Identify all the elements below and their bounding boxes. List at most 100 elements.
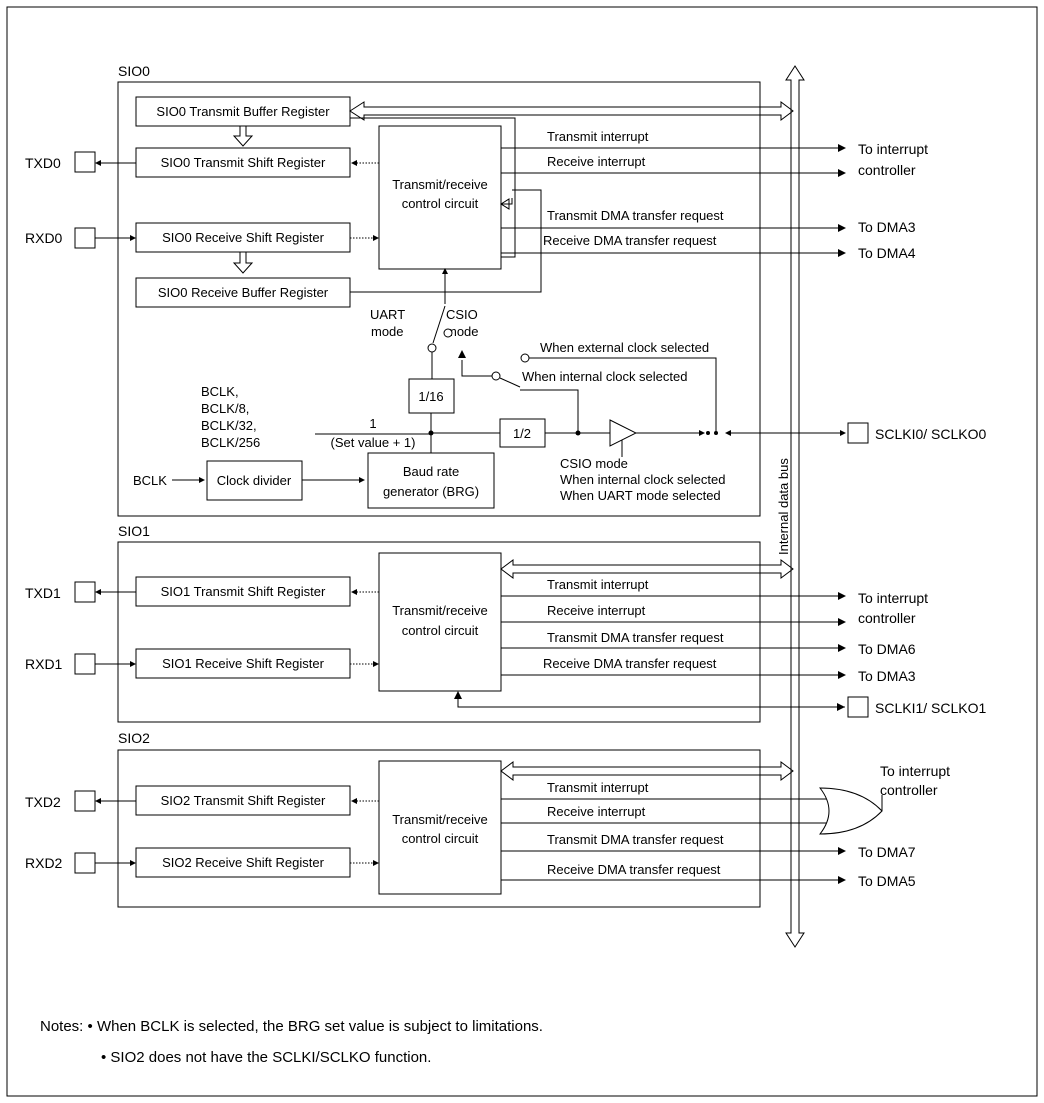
sio2-dest-tx-dma: To DMA7 [858, 844, 916, 860]
sio0-control-circuit [378, 125, 502, 270]
sio0-uart-contact [427, 343, 437, 353]
sio0-control-label-2: control circuit [402, 196, 479, 211]
sio0-uart-mode-2: mode [371, 324, 404, 339]
sio0-div2 [499, 418, 546, 448]
sio2-frame [117, 749, 761, 908]
sio0-title: SIO0 [118, 63, 150, 79]
sio0-control-label-1: Transmit/receive [392, 177, 488, 192]
sio1-control-circuit [378, 552, 502, 692]
sio0-block: SIO0 SIO0 Transmit Buffer Register SIO0 … [25, 63, 986, 517]
sio0-int-clock-contact [491, 371, 501, 381]
sio2-receive-dma-label: Receive DMA transfer request [547, 862, 721, 877]
notes: Notes: • When BCLK is selected, the BRG … [40, 1018, 543, 1066]
sio0-bclk-label: BCLK [133, 473, 167, 488]
sio0-uart-mode-1: UART [370, 307, 405, 322]
sio0-bclk-opt-4: BCLK/256 [201, 435, 260, 450]
sio0-brg [367, 452, 495, 509]
sio0-csio-note-3: When UART mode selected [560, 488, 721, 503]
sio2-rx-shift-label: SIO2 Receive Shift Register [162, 855, 325, 870]
sio0-buffer-amp [609, 419, 638, 447]
sio1-frame [117, 541, 761, 723]
sio1-dest-interrupt-2: controller [858, 610, 916, 626]
sio1-block: SIO1 SIO1 Transmit Shift Register SIO1 R… [25, 523, 986, 723]
sio1-txd-pin [74, 581, 96, 603]
sio1-dest-tx-dma: To DMA6 [858, 641, 916, 657]
sio0-transmit-interrupt-label: Transmit interrupt [547, 129, 649, 144]
note-2: • SIO2 does not have the SCLKI/SCLKO fun… [101, 1049, 431, 1066]
sio0-receive-dma-label: Receive DMA transfer request [543, 233, 717, 248]
sio1-transmit-dma-label: Transmit DMA transfer request [547, 630, 724, 645]
sio2-tx-shift-register [135, 785, 351, 816]
sio0-frame [117, 81, 761, 517]
sio0-fraction-denominator: (Set value + 1) [331, 435, 416, 450]
sio0-bclk-opt-1: BCLK, [201, 384, 239, 399]
sio0-dest-tx-dma: To DMA3 [858, 219, 916, 235]
sio0-rx-buffer-register [135, 277, 351, 308]
sio2-transmit-dma-label: Transmit DMA transfer request [547, 832, 724, 847]
sio2-block: SIO2 SIO2 Transmit Shift Register SIO2 R… [25, 730, 950, 908]
bus-label: Internal data bus [776, 458, 791, 555]
sio0-tx-buffer-feedback [350, 117, 516, 258]
sio1-tx-shift-register [135, 576, 351, 607]
sio1-rx-shift-register [135, 648, 351, 679]
sio1-control-label-1: Transmit/receive [392, 603, 488, 618]
sio1-dest-rx-dma: To DMA3 [858, 668, 916, 684]
sio0-rx-shift-register [135, 222, 351, 253]
sio0-bus-link [349, 101, 794, 121]
sio1-title: SIO1 [118, 523, 150, 539]
sio0-buffer-to-shift-arrow [232, 126, 254, 147]
sio1-sclk-pin [847, 696, 869, 718]
sio0-ext-clock-label: When external clock selected [540, 340, 709, 355]
sio0-rx-shift-label: SIO0 Receive Shift Register [162, 230, 325, 245]
sio2-dest-rx-dma: To DMA5 [858, 873, 916, 889]
sio1-receive-dma-label: Receive DMA transfer request [543, 656, 717, 671]
sio0-shift-to-buffer-arrow [232, 252, 254, 274]
sio2-dest-interrupt-1: To interrupt [880, 763, 950, 779]
sio1-txd-label: TXD1 [25, 585, 61, 601]
sio0-sclk-pin [847, 422, 869, 444]
sio0-clock-divider [206, 460, 303, 501]
sio0-csio-note-1: CSIO mode [560, 456, 628, 471]
sio0-txd-label: TXD0 [25, 155, 61, 171]
sio2-rxd-pin [74, 852, 96, 874]
sio0-div16 [408, 378, 455, 414]
sio2-dest-interrupt-2: controller [880, 782, 938, 798]
internal-data-bus: Internal data bus [776, 65, 805, 948]
sio0-dest-interrupt-1: To interrupt [858, 141, 928, 157]
sio0-dest-interrupt-2: controller [858, 162, 916, 178]
sio0-txd-pin [74, 151, 96, 173]
sio2-transmit-interrupt-label: Transmit interrupt [547, 780, 649, 795]
sio1-transmit-interrupt-label: Transmit interrupt [547, 577, 649, 592]
sio2-or-gate [818, 787, 883, 835]
sio1-control-label-2: control circuit [402, 623, 479, 638]
sio2-tx-shift-label: SIO2 Transmit Shift Register [161, 793, 326, 808]
sio2-bus-link [500, 761, 794, 781]
sio2-rx-shift-register [135, 847, 351, 878]
sio0-csio-contact [443, 328, 453, 338]
note-1: Notes: • When BCLK is selected, the BRG … [40, 1018, 543, 1035]
sio0-csio-mode-2: mode [446, 324, 479, 339]
sio2-title: SIO2 [118, 730, 150, 746]
sio2-control-label-1: Transmit/receive [392, 812, 488, 827]
sio0-tx-buffer-register [135, 96, 351, 127]
sio0-csio-mode-1: CSIO [446, 307, 478, 322]
sio1-rxd-label: RXD1 [25, 656, 63, 672]
sio1-receive-interrupt-label: Receive interrupt [547, 603, 646, 618]
sio2-txd-label: TXD2 [25, 794, 61, 810]
sio1-rx-shift-label: SIO1 Receive Shift Register [162, 656, 325, 671]
sio0-tx-buffer-label: SIO0 Transmit Buffer Register [156, 104, 330, 119]
sio1-dest-interrupt-1: To interrupt [858, 590, 928, 606]
sio1-rxd-pin [74, 653, 96, 675]
sio2-txd-pin [74, 790, 96, 812]
sio2-receive-interrupt-label: Receive interrupt [547, 804, 646, 819]
sio0-receive-interrupt-label: Receive interrupt [547, 154, 646, 169]
outer-frame [6, 6, 1038, 1097]
sio0-clock-divider-label: Clock divider [217, 473, 292, 488]
sio0-brg-label-2: generator (BRG) [383, 484, 479, 499]
sio0-rx-buffer-label: SIO0 Receive Buffer Register [158, 285, 329, 300]
sio2-rxd-label: RXD2 [25, 855, 63, 871]
sio0-bclk-opt-2: BCLK/8, [201, 401, 249, 416]
sio1-tx-shift-label: SIO1 Transmit Shift Register [161, 584, 326, 599]
sio0-csio-note-2: When internal clock selected [560, 472, 725, 487]
